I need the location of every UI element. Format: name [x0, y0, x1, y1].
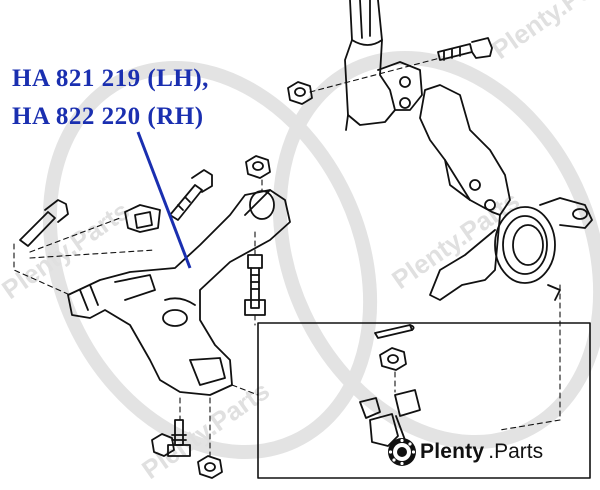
- ball-joint-inset: [257, 322, 591, 479]
- top-nut: [287, 81, 313, 105]
- arm-bolt: [169, 169, 213, 221]
- part-number-rh: HA 822 220 (RH): [12, 103, 204, 130]
- top-bolt-guide: [309, 57, 441, 93]
- front-bolt: [19, 199, 69, 247]
- top-bolt: [437, 37, 493, 61]
- lower-control-arm: [67, 189, 291, 396]
- part-number-lh: HA 821 219 (LH),: [12, 65, 209, 92]
- watermark: [42, 50, 600, 460]
- label-pointer: [136, 131, 192, 269]
- vertical-bolt: [244, 254, 266, 316]
- brake-disc-icon: [388, 438, 416, 466]
- arm-top-nut: [245, 155, 271, 179]
- assembly-guides: [13, 179, 561, 457]
- lower-nut-2: [151, 433, 175, 457]
- lower-nut-1: [197, 455, 223, 479]
- watermark-text-3: Plenty.Parts: [486, 0, 600, 65]
- brand-tld: .Parts: [488, 440, 544, 463]
- strut-assembly: [344, 0, 423, 131]
- brand-name: Plenty: [420, 440, 485, 463]
- front-bushing-bracket: [124, 204, 161, 233]
- brand-logo: Plenty.Parts: [420, 436, 543, 468]
- steering-knuckle: [419, 84, 593, 301]
